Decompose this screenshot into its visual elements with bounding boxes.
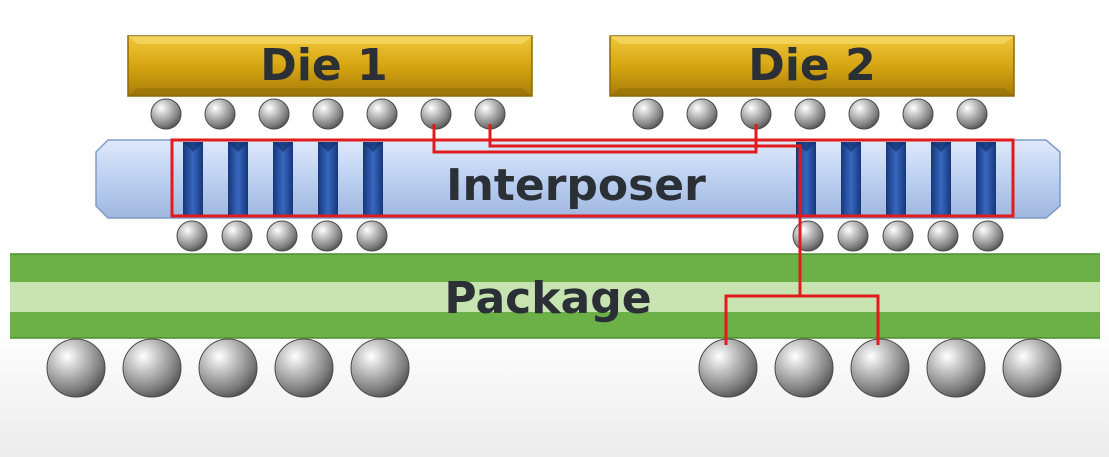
package-stripe — [10, 282, 1100, 312]
package-solder-ball — [774, 338, 834, 398]
package-label: Package — [444, 273, 651, 324]
interposer-c4-bump — [356, 220, 388, 252]
die-1: Die 1 — [127, 35, 533, 97]
signal-path-highlight — [170, 124, 1015, 345]
interposer-c4-bump — [176, 220, 208, 252]
interposer-c4-bump — [266, 220, 298, 252]
die-to-die-route — [432, 124, 758, 154]
package-fanout-route — [724, 294, 880, 345]
die-to-package-route — [488, 124, 802, 296]
interposer-label: Interposer — [446, 160, 706, 211]
die-2-label: Die 2 — [748, 40, 875, 91]
tsv — [931, 142, 951, 216]
package-solder-ball — [698, 338, 758, 398]
die-2-microbump — [686, 98, 718, 130]
die-1-microbump — [312, 98, 344, 130]
tsv — [976, 142, 996, 216]
interposer-c4-bump — [311, 220, 343, 252]
tsv — [886, 142, 906, 216]
package-solder-ball — [350, 338, 410, 398]
package-substrate: Package — [10, 253, 1100, 339]
die-1-microbump — [204, 98, 236, 130]
package-solder-ball — [1002, 338, 1062, 398]
die-1-label: Die 1 — [260, 40, 387, 91]
package-solder-ball — [198, 338, 258, 398]
die-2-microbump — [794, 98, 826, 130]
die-1-microbump — [420, 98, 452, 130]
die-2-microbump — [848, 98, 880, 130]
interposer-c4-bump — [837, 220, 869, 252]
tsv — [228, 142, 248, 216]
interposer-c4-bump — [792, 220, 824, 252]
die-1-microbump — [258, 98, 290, 130]
package-solder-ball — [926, 338, 986, 398]
bump-layers — [46, 98, 1062, 398]
interposer-c4-bump — [882, 220, 914, 252]
interposer-highlight-box — [170, 138, 1015, 218]
tsv — [318, 142, 338, 216]
die-2: Die 2 — [609, 35, 1015, 97]
tsv — [273, 142, 293, 216]
interposer-c4-bump — [221, 220, 253, 252]
package-solder-ball — [274, 338, 334, 398]
die-2-microbump — [632, 98, 664, 130]
die-2-microbump — [956, 98, 988, 130]
package-solder-ball — [122, 338, 182, 398]
interposer: Interposer — [95, 139, 1061, 219]
interposer-c4-bump — [972, 220, 1004, 252]
package-solder-ball — [850, 338, 910, 398]
tsv — [363, 142, 383, 216]
die-1-microbump — [366, 98, 398, 130]
die-2-microbump — [902, 98, 934, 130]
package-solder-ball — [46, 338, 106, 398]
die-1-microbump — [150, 98, 182, 130]
tsv — [841, 142, 861, 216]
interposer-c4-bump — [927, 220, 959, 252]
tsv — [183, 142, 203, 216]
